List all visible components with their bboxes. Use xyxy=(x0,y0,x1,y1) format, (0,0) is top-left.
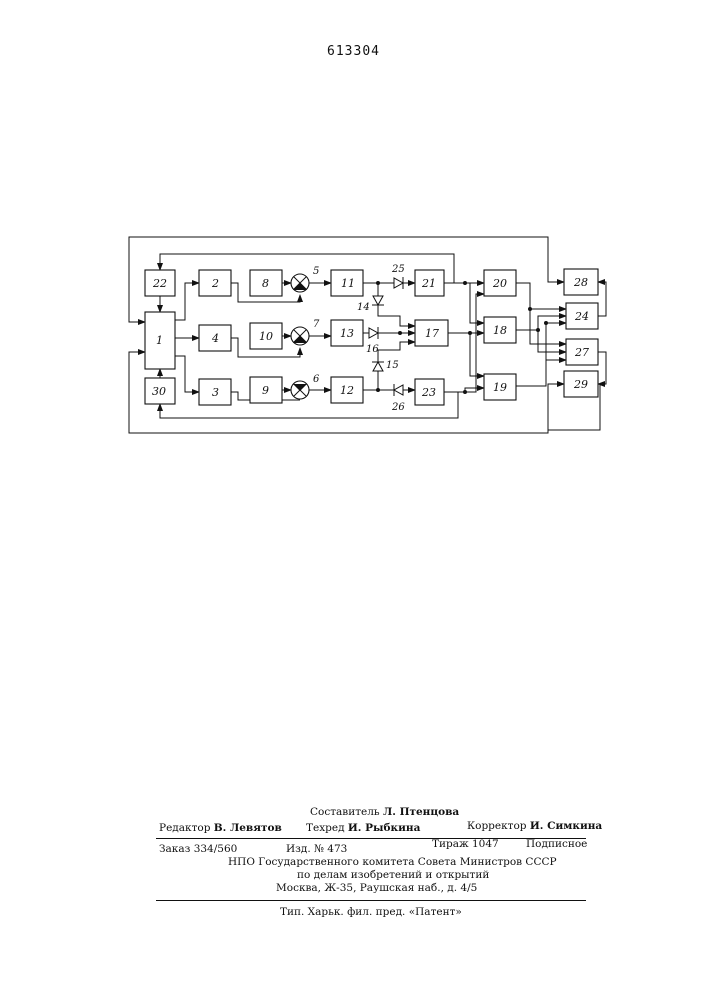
svg-text:22: 22 xyxy=(152,277,167,290)
corrector-label: Корректор xyxy=(467,820,527,832)
svg-text:1: 1 xyxy=(156,334,163,347)
editor-line: Редактор В. Левятов xyxy=(159,822,282,835)
printer: Тип. Харьк. фил. пред. «Патент» xyxy=(280,906,462,919)
divider-bottom xyxy=(156,900,586,901)
svg-text:10: 10 xyxy=(259,330,273,343)
svg-text:26: 26 xyxy=(391,402,405,413)
svg-text:28: 28 xyxy=(573,276,588,289)
subscription: Подписное xyxy=(526,838,587,851)
junction-dots xyxy=(376,281,548,394)
diode-16: 16 xyxy=(366,327,379,355)
svg-text:6: 6 xyxy=(313,374,320,385)
divider-top xyxy=(156,838,586,839)
corrector-line: Корректор И. Симкина xyxy=(467,820,602,833)
org-line-1: НПО Государственного комитета Совета Мин… xyxy=(228,856,557,869)
svg-text:21: 21 xyxy=(421,277,436,290)
svg-text:16: 16 xyxy=(366,344,379,355)
block-17: 17 xyxy=(415,320,448,346)
block-29: 23 xyxy=(415,379,444,405)
address: Москва, Ж-35, Раушская наб., д. 4/5 xyxy=(276,882,477,895)
issue-number: Изд. № 473 xyxy=(286,843,347,856)
block-27: 21 xyxy=(415,270,444,296)
editor-label: Редактор xyxy=(159,822,210,834)
svg-text:24: 24 xyxy=(574,310,589,323)
svg-text:30: 30 xyxy=(152,385,166,398)
svg-text:14: 14 xyxy=(357,302,370,313)
mixer-5: 5 xyxy=(291,266,319,292)
svg-text:11: 11 xyxy=(341,277,355,290)
order-number: Заказ 334/560 xyxy=(159,843,237,856)
svg-text:20: 20 xyxy=(492,277,507,290)
diode-15: 15 xyxy=(372,360,399,371)
block-28: 22 xyxy=(145,270,175,296)
block-1: 1 xyxy=(145,312,175,369)
block-19: 19 xyxy=(484,374,516,400)
mixer-6: 6 xyxy=(291,374,320,399)
block-12: 12 xyxy=(331,377,363,403)
svg-text:12: 12 xyxy=(340,384,354,397)
block-20: 20 xyxy=(484,270,516,296)
svg-text:2: 2 xyxy=(211,277,219,290)
org-line-2: по делам изобретений и открытий xyxy=(297,869,489,882)
svg-text:4: 4 xyxy=(211,332,219,345)
compiler-line: Составитель Л. Птенцова xyxy=(310,806,459,819)
svg-text:27: 27 xyxy=(574,346,589,359)
block-18: 18 xyxy=(484,317,516,343)
editor-name: В. Левятов xyxy=(214,822,282,834)
compiler-name: Л. Птенцова xyxy=(383,806,459,818)
svg-text:9: 9 xyxy=(262,384,269,397)
svg-text:8: 8 xyxy=(262,277,269,290)
svg-text:23: 23 xyxy=(421,386,436,399)
svg-text:7: 7 xyxy=(313,319,320,330)
block-9: 9 xyxy=(250,377,282,403)
compiler-label: Составитель xyxy=(310,806,380,818)
techred-name: И. Рыбкина xyxy=(348,822,421,834)
block-13: 13 xyxy=(331,320,363,346)
block-30: 30 xyxy=(145,378,175,404)
svg-text:25: 25 xyxy=(391,264,405,275)
svg-text:3: 3 xyxy=(212,386,219,399)
techred-line: Техред И. Рыбкина xyxy=(306,822,420,835)
block-3: 3 xyxy=(199,379,231,405)
diode-25: 25 xyxy=(391,264,405,289)
block-23: 28 xyxy=(564,269,598,295)
block-21: 24 xyxy=(566,303,598,329)
block-4: 4 xyxy=(199,325,231,351)
svg-text:29: 29 xyxy=(573,378,588,391)
mixer-7: 7 xyxy=(291,319,320,345)
svg-text:13: 13 xyxy=(340,327,354,340)
block-8: 8 xyxy=(250,270,282,296)
block-22: 27 xyxy=(566,339,598,365)
svg-text:15: 15 xyxy=(386,360,399,371)
svg-text:18: 18 xyxy=(493,324,507,337)
techred-label: Техред xyxy=(306,822,345,834)
diode-14: 14 xyxy=(357,296,384,313)
block-24: 29 xyxy=(564,371,598,397)
svg-text:17: 17 xyxy=(425,327,439,340)
corrector-name: И. Симкина xyxy=(530,820,602,832)
diode-26: 26 xyxy=(391,384,405,413)
circulation: Тираж 1047 xyxy=(432,838,499,851)
block-10: 10 xyxy=(250,323,282,349)
svg-text:5: 5 xyxy=(313,266,319,277)
block-2: 2 xyxy=(199,270,231,296)
svg-text:19: 19 xyxy=(493,381,507,394)
block-11: 11 xyxy=(331,270,363,296)
